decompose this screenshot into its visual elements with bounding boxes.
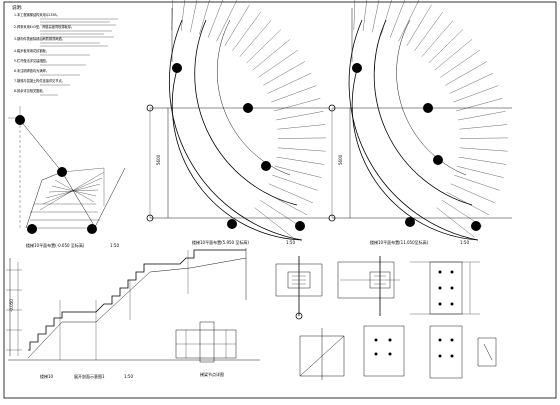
stair-tread [260, 200, 301, 227]
stair-tread [246, 29, 282, 64]
column-marker [27, 224, 37, 234]
stair-tread [254, 207, 293, 238]
stair-tread [428, 29, 464, 64]
stair-tread [274, 98, 321, 112]
stair-tread [372, 0, 380, 33]
stair-tread [381, 0, 392, 35]
stair-tread [232, 12, 261, 51]
note-line-5: 5.栏杆做法详见建施图。 [14, 58, 49, 63]
stair-tread [454, 174, 500, 191]
plan-b-scale: 1:50 [286, 240, 295, 245]
column-marker [352, 63, 362, 73]
stair-tread [458, 111, 506, 121]
plan-b-title: 楼梯10平面布置(5.950 至标高) [192, 239, 249, 245]
stair-tread [398, 0, 420, 42]
section-subtitle: 展开剖面示意图1 [74, 373, 105, 379]
stair-tread [271, 85, 317, 103]
stair-tread [258, 49, 298, 78]
column-marker [295, 221, 305, 231]
sheet-border [3, 1, 557, 399]
stair-tread [190, 0, 198, 33]
stair-tread [389, 0, 405, 38]
stair-tread [459, 124, 508, 130]
stair-tread [436, 207, 475, 238]
column-marker [405, 217, 415, 227]
notes-heading: 说明: [12, 4, 23, 11]
stair-tread [456, 166, 504, 178]
stair-tread [458, 156, 507, 165]
note-line-7: 7.钢梯与混凝土构件连接详见节点。 [14, 78, 65, 83]
stair-tread [440, 49, 480, 78]
stair-tread [180, 0, 185, 31]
stair-tread [459, 147, 508, 152]
stair-tread [276, 156, 325, 165]
stair-tread [353, 0, 356, 31]
column-marker [227, 219, 237, 229]
stair-tread [277, 147, 326, 152]
stair-tread [224, 4, 250, 46]
stair-tread [362, 0, 367, 31]
stair-tread [276, 111, 324, 121]
stair-tread [277, 124, 326, 130]
node-details: 梯梁节点详图 [175, 256, 497, 380]
stair-tread [277, 137, 327, 139]
plan-c: 5600 楼梯10平面布置(11.050至标高) 1:50 [328, 0, 512, 245]
plan-a-scale: 1:50 [110, 243, 119, 248]
stair-tread [453, 85, 499, 103]
plan-a: 楼梯10平面布置(-0.050 至标高) 1:50 [8, 106, 126, 248]
plan-c-title: 楼梯10平面布置(11.050至标高) [370, 239, 429, 245]
general-notes: 说明: 1.本工程钢梯结构采用Q235B。 2.焊条采用E43型，焊缝高度同较薄… [12, 4, 118, 96]
column-marker [471, 221, 481, 231]
svg-text:-0.050: -0.050 [9, 299, 14, 312]
note-line-3: 3.钢构件表面除锈后刷防锈漆两道。 [14, 36, 65, 41]
stair-tread [445, 61, 488, 86]
column-marker [261, 161, 271, 171]
column-marker [15, 115, 25, 125]
plan-a-title: 楼梯10平面布置(-0.050 至标高) [26, 242, 85, 248]
column-marker [243, 103, 253, 113]
column-marker [172, 63, 182, 73]
note-line-2: 2.焊条采用E43型，焊缝高度同较薄板厚。 [14, 24, 74, 29]
column-marker [57, 167, 67, 177]
stair-tread [216, 0, 238, 42]
column-marker [87, 224, 97, 234]
detail-title: 梯梁节点详图 [200, 371, 224, 377]
note-line-1: 1.本工程钢梯结构采用Q235B。 [14, 12, 60, 17]
stair-tread [263, 61, 306, 86]
stair-tread [274, 166, 322, 178]
column-marker [433, 155, 443, 165]
stair-tread [252, 39, 290, 71]
stair-tread [267, 73, 312, 94]
svg-text:5600: 5600 [156, 154, 161, 165]
stair-tread [449, 73, 494, 94]
stair-tread [239, 20, 272, 57]
note-line-8: 8.其余详见相关图纸。 [14, 88, 46, 93]
stair-tread [268, 183, 313, 204]
stair-tread [207, 0, 223, 38]
plan-c-scale: 1:50 [460, 240, 469, 245]
stair-tread [264, 192, 308, 216]
stair-tread [459, 137, 509, 139]
stair-tread [199, 0, 210, 35]
section-scale: 1:50 [124, 374, 133, 379]
plan-b: 5600 楼梯10平面布置(5.950 至标高) 1:50 [146, 0, 330, 245]
note-line-4: 4.踏步板采用花纹钢板。 [14, 48, 49, 53]
note-line-6: 6.未注明焊缝均为满焊。 [14, 68, 49, 73]
stair-tread [434, 39, 472, 71]
stair-tread [421, 20, 454, 57]
stair-tread [456, 98, 503, 112]
stair-tread [406, 4, 432, 46]
svg-text:5600: 5600 [338, 154, 343, 165]
stair-tread [272, 174, 318, 191]
stair-tread [450, 183, 495, 204]
stair-section: -0.050 楼梯10 展开剖面示意图1 1:50 [6, 248, 260, 379]
stair-tread [414, 12, 443, 51]
column-marker [423, 103, 433, 113]
section-title: 楼梯10 [40, 373, 54, 379]
stair-tread [446, 192, 490, 216]
